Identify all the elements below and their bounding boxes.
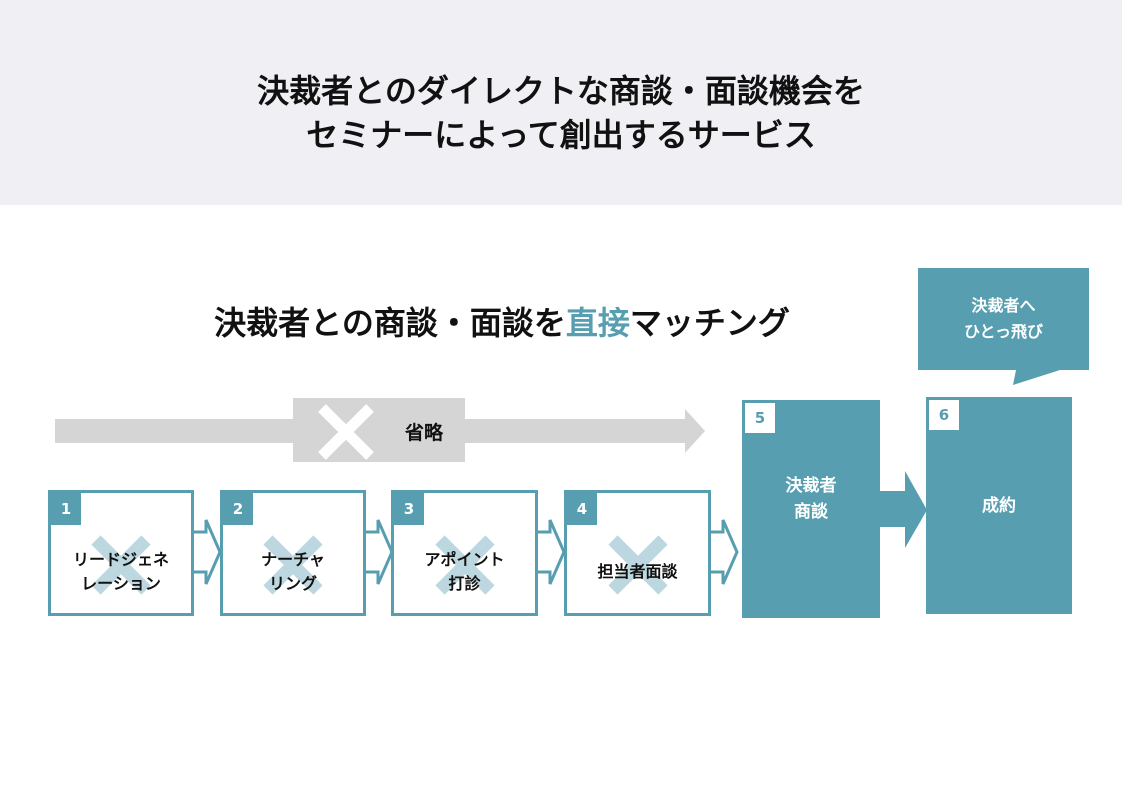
title-line-2: セミナーによって創出するサービス bbox=[306, 116, 816, 154]
callout-text: 決裁者へ ひとっ飛び bbox=[963, 296, 1044, 341]
step-arrow-icon bbox=[534, 519, 566, 585]
step-number: 5 bbox=[745, 403, 775, 433]
step-number: 1 bbox=[51, 493, 81, 525]
step-4: 4 担当者面談 bbox=[564, 490, 711, 616]
subtitle-highlight: 直接 bbox=[565, 304, 630, 342]
skip-cross-icon bbox=[318, 404, 374, 460]
cross-icon bbox=[91, 535, 151, 595]
subtitle-text-end: マッチング bbox=[629, 304, 790, 342]
step-2: 2 ナーチャ リング bbox=[220, 490, 366, 616]
step-arrow-icon bbox=[190, 519, 222, 585]
step-number: 2 bbox=[223, 493, 253, 525]
step-arrow-icon bbox=[707, 519, 739, 585]
step-6: 6 成約 bbox=[926, 397, 1072, 614]
header-band bbox=[0, 0, 1122, 205]
step-1: 1 リードジェネ レーション bbox=[48, 490, 194, 616]
step-label: 担当者面談 bbox=[597, 562, 678, 581]
subtitle: 決裁者との商談・面談を直接マッチング bbox=[0, 298, 1004, 344]
subtitle-text: 決裁者との商談・面談を bbox=[214, 304, 566, 342]
cross-icon bbox=[434, 535, 495, 595]
step-number: 4 bbox=[567, 493, 597, 525]
cross-icon bbox=[263, 535, 323, 595]
step-label: アポイント 打診 bbox=[424, 550, 505, 593]
big-arrow-icon bbox=[879, 471, 927, 548]
step-label: ナーチャ リング bbox=[261, 550, 325, 593]
step-number: 6 bbox=[929, 400, 959, 430]
step-label: リードジェネ レーション bbox=[72, 550, 169, 593]
cross-icon bbox=[607, 535, 668, 595]
callout-bubble bbox=[918, 268, 1089, 385]
step-number: 3 bbox=[394, 493, 424, 525]
step-label: 成約 bbox=[982, 495, 1016, 516]
step-5: 5 決裁者 商談 bbox=[742, 400, 880, 618]
step-arrow-icon bbox=[362, 519, 394, 585]
step-3: 3 アポイント 打診 bbox=[391, 490, 538, 616]
step-label: 決裁者 商談 bbox=[785, 476, 837, 522]
skip-label: 省略 bbox=[405, 422, 444, 444]
title-line-1: 決裁者とのダイレクトな商談・面談機会を bbox=[257, 72, 865, 110]
